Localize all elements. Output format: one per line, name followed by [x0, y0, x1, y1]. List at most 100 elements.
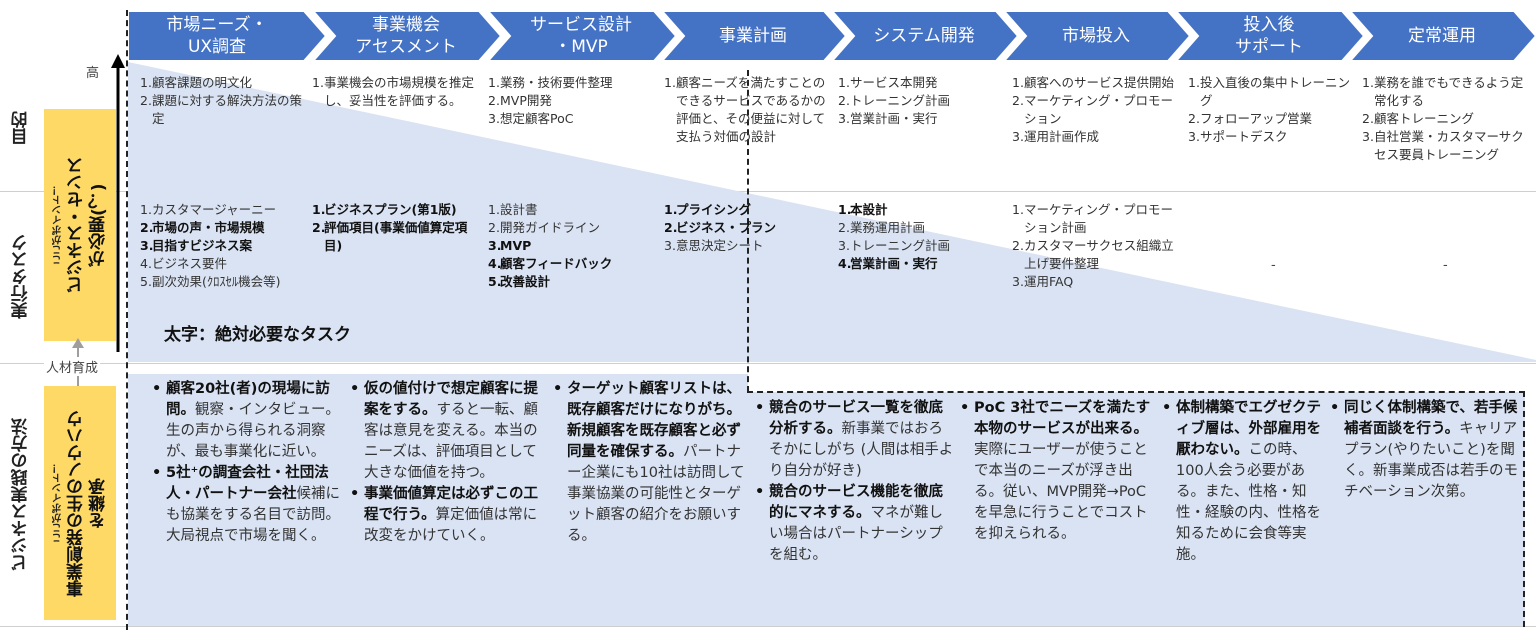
knowhow-cell: •同じく体制構築で、若手候補者面談を行う。キャリアプラン(やりたいこと)を聞く。… — [1330, 398, 1518, 503]
knowhow-detail: すると一転、顧客は意見を変える。本当のニーズは、評価項目として大きな価値を持つ。 — [364, 402, 538, 481]
row-label-method: ビジネス実践の方法 — [11, 418, 32, 572]
task-item: 1.カスタマージャーニー — [140, 202, 277, 217]
knowhow-cell: •仮の値付けで想定顧客に提案をする。すると一転、顧客は意見を変える。本当のニーズ… — [350, 379, 542, 547]
knowhow-detail: マネが難しい場合はパートナーシップを組む。 — [769, 505, 943, 563]
purpose-item: 3.サポートデスク — [1188, 129, 1288, 144]
task-item: 2.業務運用計画 — [838, 220, 926, 235]
knowhow-key-point: PoC 3社でニーズを満たす本物のサービスが出来る。 — [974, 400, 1151, 437]
knowhow-detail: 実際にユーザーが使うことで本当のニーズが浮き出る。従い、MVP開発→PoCを早急… — [974, 442, 1148, 542]
task-item: 2.ビジネス・プラン — [664, 220, 777, 235]
phase-label-line: サポート — [1235, 37, 1303, 57]
phase-label-line: 定常運用 — [1408, 26, 1476, 46]
task-item: 3.トレーニング計画 — [838, 238, 951, 253]
task-empty-dash: - — [1443, 258, 1448, 273]
row-separator — [0, 191, 1536, 192]
purpose-item: 1.事業機会の市場規模を推定し、妥当性を評価する。 — [312, 75, 475, 108]
phase-chevron — [662, 11, 846, 61]
training-label: 人材育成 — [44, 357, 101, 376]
purpose-item: 2.MVP開発 — [488, 93, 552, 108]
axis-arrow-icon — [111, 54, 125, 352]
phase-chevron — [832, 11, 1018, 61]
phase-label: サービス設計・MVP — [508, 11, 654, 61]
phase-label: 定常運用 — [1370, 11, 1514, 61]
task-cell: 1.ビジネスプラン(第1版)2.評価項目(事業価値算定項目) — [312, 201, 484, 255]
knowhow-item: •事業価値算定は必ずこの工程で行う。算定価値は常に改変をかけていく。 — [350, 486, 538, 544]
phase-label-line: UX調査 — [187, 37, 247, 57]
knowhow-key-point: 仮の値付けで想定顧客に提案をする。 — [364, 381, 538, 418]
purpose-cell: 1.顧客ニーズを満たすことのできるサービスであるかの評価と、その便益に対して支払… — [664, 74, 834, 146]
phase-label: 投入後サポート — [1196, 11, 1342, 61]
task-empty-dash: - — [1271, 258, 1276, 273]
knowhow-item: •同じく体制構築で、若手候補者面談を行う。キャリアプラン(やりたいこと)を聞く。… — [1330, 400, 1518, 500]
purpose-item: 3.営業計画・実行 — [838, 111, 938, 126]
phase-label: 市場投入 — [1024, 11, 1168, 61]
task-item: 3.運用FAQ — [1012, 274, 1074, 289]
point-box-title: 事業創発の生のノウハウ — [66, 409, 87, 597]
knowhow-key-point: 競合のサービス一覧を徹底分析する。 — [769, 400, 943, 437]
knowhow-cell: •PoC 3社でニーズを満たす本物のサービスが出来る。実際にユーザーが使うことで… — [960, 398, 1156, 545]
row-label-tasks: 実行タスク — [11, 234, 32, 320]
task-item: 2.カスタマーサクセス組織立上げ要件整理 — [1012, 238, 1174, 271]
point-box-title: を継承 — [88, 477, 109, 529]
knowhow-detail: パートナー企業にも10社は訪問して事業協業の可能性とターゲット顧客の紹介をお願い… — [567, 444, 745, 544]
task-item: 3.MVP — [488, 238, 532, 253]
knowhow-cell: •ターゲット顧客リストは、既存顧客だけになりがち。新規顧客を既存顧客と必ず同量を… — [553, 379, 748, 547]
purpose-item: 2.トレーニング計画 — [838, 93, 951, 108]
row-separator — [0, 626, 1536, 627]
knowhow-item: •仮の値付けで想定顧客に提案をする。すると一転、顧客は意見を変える。本当のニーズ… — [350, 381, 538, 481]
knowhow-key-point: 体制構築でエグゼクティブ層は、外部雇用を厭わない。 — [1176, 400, 1321, 458]
knowhow-item: •PoC 3社でニーズを満たす本物のサービスが出来る。実際にユーザーが使うことで… — [960, 400, 1151, 542]
knowhow-cell: •競合のサービス一覧を徹底分析する。新事業ではおろそかにしがち (人間は相手より… — [755, 398, 955, 566]
row-separator — [0, 363, 1536, 364]
knowhow-area-right — [748, 392, 1525, 626]
task-item: 1.マーケティング・プロモーション計画 — [1012, 202, 1174, 235]
task-item: 5.改善設計 — [488, 274, 551, 289]
task-item: 1.プライシング — [664, 202, 752, 217]
task-item: 2.開発ガイドライン — [488, 220, 601, 235]
point-box-title: ビジネス・センス — [66, 157, 87, 293]
legend-bold-meaning: 太字：絶対必要なタスク — [164, 325, 351, 345]
dashed-boundary-mid — [747, 70, 749, 392]
phase-chevron — [128, 11, 326, 61]
knowhow-area-left — [128, 374, 748, 626]
purpose-cell: 1.業務を誰でもできるよう定常化する 2.顧客トレーニング 3.自社営業・カスタマー… — [1362, 74, 1530, 164]
task-cell: 1.プライシング 2.ビジネス・プラン 3.意思決定シート — [664, 201, 834, 255]
knowhow-key-point: 事業価値算定は必ずこの工程で行う。 — [364, 486, 538, 523]
knowhow-key-point: 同じく体制構築で、若手候補者面談を行う。 — [1344, 400, 1518, 437]
phase-label-line: 事業機会 — [372, 15, 440, 35]
purpose-item: 1.投入直後の集中トレーニング — [1188, 75, 1351, 108]
task-item: 3.目指すビジネス案 — [140, 238, 253, 253]
knowhow-detail: 新事業ではおろそかにしがち (人間は相手より自分が好き) — [769, 421, 954, 479]
purpose-cell: 1.投入直後の集中トレーニング 2.フォローアップ営業 3.サポートデスク — [1188, 74, 1356, 146]
phase-label-line: 投入後 — [1243, 15, 1295, 35]
knowhow-item: •顧客20社(者)の現場に訪問。観察・インタビュー。生の声から得られる洞察が、最… — [152, 381, 340, 460]
purpose-item: 3.自社営業・カスタマーサクセス要員トレーニング — [1362, 129, 1524, 162]
point-box-title: が必要(？) — [88, 183, 109, 267]
task-item: 1.ビジネスプラン(第1版) — [312, 202, 457, 217]
knowhow-item: •5社⁺の調査会社・社団法人・パートナー会社候補にも協業をする名目で訪問。大局視… — [152, 465, 340, 544]
task-item: 3.意思決定シート — [664, 238, 764, 253]
point-box-caption: ここがポイント！ — [52, 185, 64, 265]
purpose-item: 2.顧客トレーニング — [1362, 111, 1475, 126]
phase-chevron — [313, 11, 501, 61]
knowhow-item: •競合のサービス一覧を徹底分析する。新事業ではおろそかにしがち (人間は相手より… — [755, 400, 954, 479]
purpose-item: 1.業務・技術要件整理 — [488, 75, 613, 90]
purpose-item: 1.業務を誰でもできるよう定常化する — [1362, 75, 1524, 108]
knowhow-key-point: 顧客20社(者)の現場に訪問。 — [166, 381, 330, 418]
purpose-item: 1.顧客へのサービス提供開始 — [1012, 75, 1175, 90]
axis-high-label: 高 — [86, 66, 100, 81]
phase-chevron — [1350, 11, 1536, 61]
knowhow-item: •競合のサービス機能を徹底的にマネする。マネが難しい場合はパートナーシップを組む… — [755, 484, 943, 563]
purpose-item: 2.マーケティング・プロモーション — [1012, 93, 1174, 126]
phase-label-line: システム開発 — [873, 26, 975, 46]
phase-chevron — [488, 11, 676, 61]
purpose-item: 2.フォローアップ営業 — [1188, 111, 1313, 126]
phase-label: システム開発 — [852, 11, 996, 61]
phase-label: 事業計画 — [682, 11, 824, 61]
phase-label-line: 市場ニーズ・ — [166, 15, 268, 35]
